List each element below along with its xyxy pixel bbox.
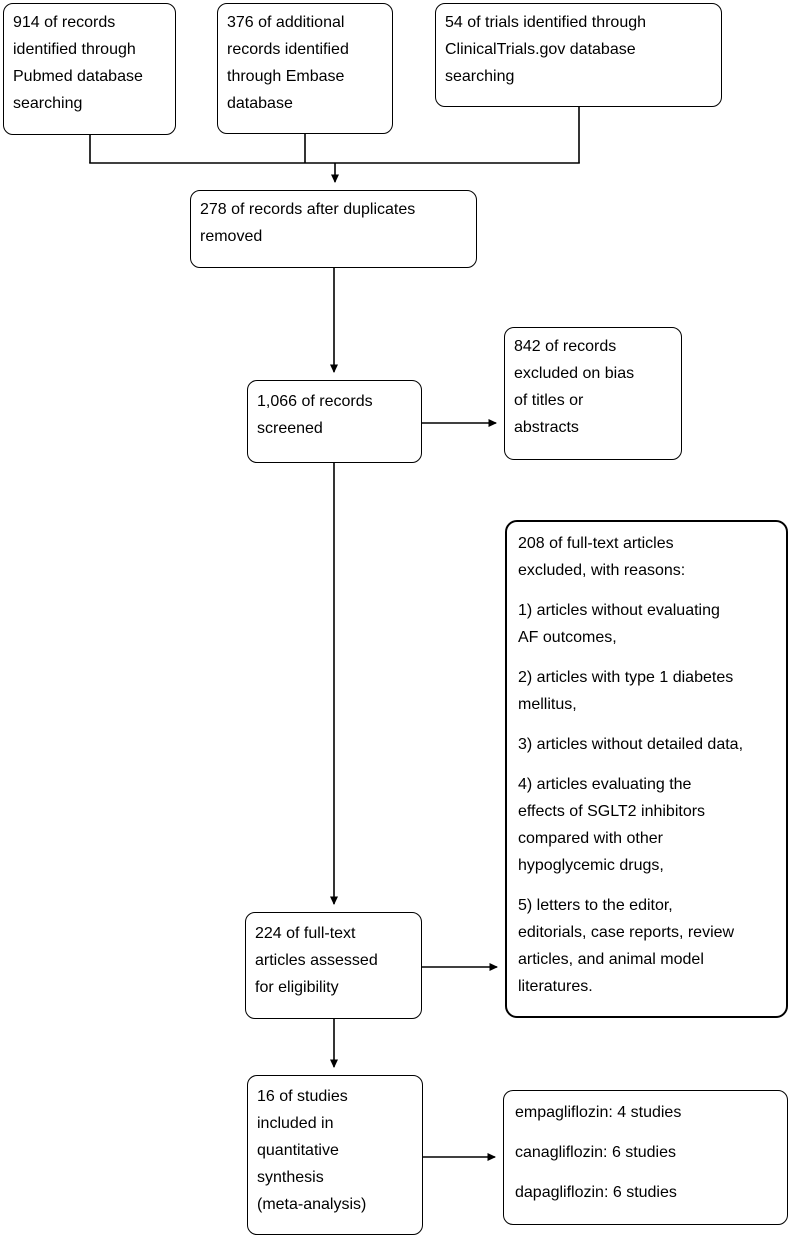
paragraph: empagliflozin: 4 studies (515, 1104, 682, 1121)
box-trials-identified-clinicaltrials: 54 of trials identified through Clinical… (435, 3, 722, 107)
box-records-after-duplicates-removed: 278 of records after duplicates removed (190, 190, 477, 268)
paragraph: dapagliflozin: 6 studies (515, 1184, 677, 1201)
paragraph: 3) articles without detailed data, (518, 736, 744, 753)
box-records-identified-embase: 376 of additional records identified thr… (217, 3, 393, 134)
box-fulltext-articles-assessed: 224 of full-text articles assessed for e… (245, 912, 422, 1019)
paragraph: canagliflozin: 6 studies (515, 1144, 676, 1161)
paragraph: 4) articles evaluating the effects of SG… (518, 776, 706, 874)
paragraph: 208 of full-text articles excluded, with… (518, 535, 686, 579)
box-studies-included-meta-analysis: 16 of studies included in quantitative s… (247, 1075, 423, 1235)
box-studies-breakdown-by-drug: empagliflozin: 4 studies canagliflozin: 6… (503, 1090, 788, 1225)
paragraph: 2) articles with type 1 diabetes mellitu… (518, 669, 734, 713)
box-records-screened: 1,066 of records screened (247, 380, 422, 463)
box-records-excluded: 842 of records excluded on bias of title… (504, 327, 682, 460)
box-fulltext-articles-excluded-reasons: 208 of full-text articles excluded, with… (505, 520, 788, 1018)
box-records-identified-pubmed: 914 of records identified through Pubmed… (3, 3, 176, 135)
paragraph: 5) letters to the editor, editorials, ca… (518, 897, 735, 995)
paragraph: 1) articles without evaluating AF outcom… (518, 602, 720, 646)
